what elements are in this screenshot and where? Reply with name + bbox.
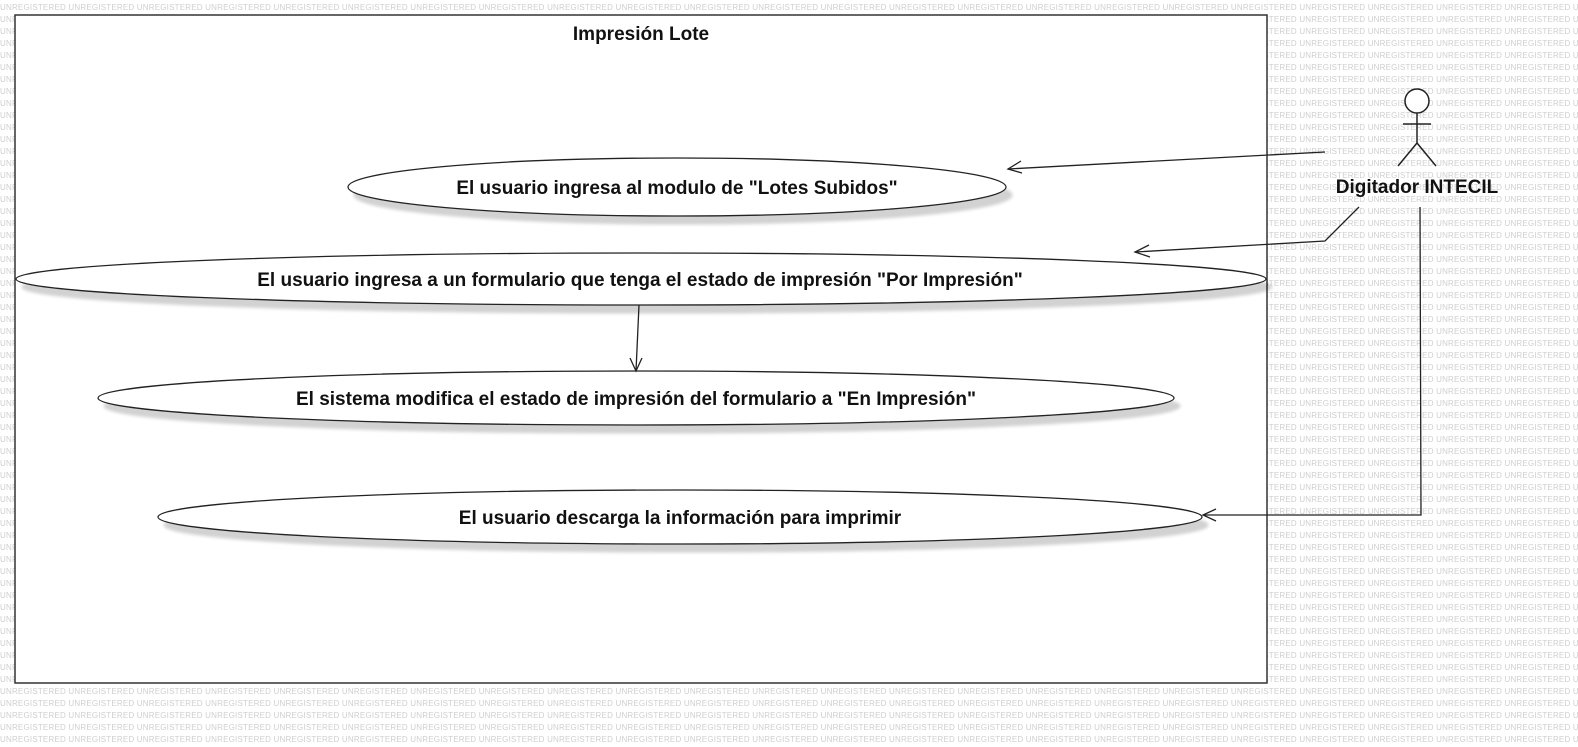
use-case-label: El usuario ingresa a un formulario que t… — [257, 270, 1023, 291]
association-actor-uc4[interactable] — [1201, 206, 1422, 522]
system-boundary-box[interactable] — [14, 14, 1268, 684]
actor-stick-figure-icon — [1397, 88, 1437, 167]
use-case-ellipse[interactable] — [347, 157, 1007, 217]
actor-digitador[interactable]: Digitador INTECIL — [1336, 88, 1499, 198]
association-actor-uc1[interactable] — [1006, 151, 1326, 174]
system-boundary[interactable]: Impresión Lote — [14, 14, 1268, 684]
use-case-ellipse[interactable] — [15, 252, 1267, 306]
use-case-descarga-informacion[interactable]: El usuario descarga la información para … — [157, 489, 1203, 545]
use-case-label: El sistema modifica el estado de impresi… — [296, 389, 976, 410]
system-title: Impresión Lote — [573, 24, 709, 45]
use-case-label: El usuario ingresa al modulo de "Lotes S… — [456, 178, 897, 199]
use-case-formulario-por-impresion[interactable]: El usuario ingresa a un formulario que t… — [15, 252, 1267, 306]
use-case-label: El usuario descarga la información para … — [459, 508, 902, 529]
use-case-modifica-estado[interactable]: El sistema modifica el estado de impresi… — [97, 370, 1175, 426]
actor-name: Digitador INTECIL — [1336, 177, 1499, 198]
association-actor-uc2[interactable] — [1133, 206, 1360, 258]
use-case-ellipse[interactable] — [157, 489, 1203, 545]
use-case-lotes-subidos[interactable]: El usuario ingresa al modulo de "Lotes S… — [347, 157, 1007, 217]
association-uc2-uc3[interactable] — [629, 304, 643, 373]
